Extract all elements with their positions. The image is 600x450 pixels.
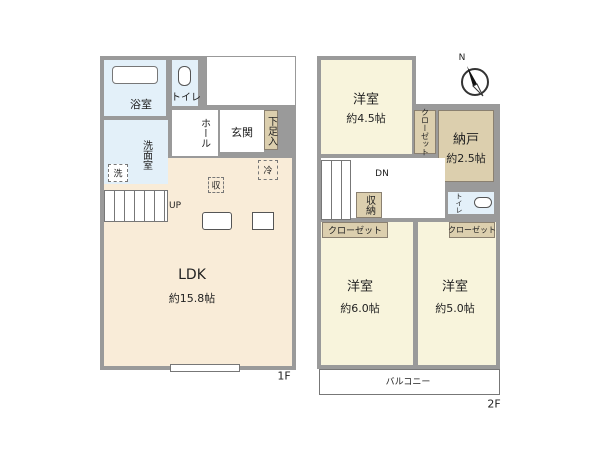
toilet-2f-icon <box>474 197 492 208</box>
stairs-1f <box>104 190 168 222</box>
western-room-1 <box>321 60 412 154</box>
western-room-2 <box>321 222 413 365</box>
washroom-label: 洗面室 <box>140 140 152 170</box>
western-room-3-size: 約5.0帖 <box>435 302 475 315</box>
western-room-1-label: 洋室 <box>352 92 380 108</box>
western-room-1-size: 約4.5帖 <box>346 112 386 125</box>
closet-left-label: クローゼット <box>327 226 383 237</box>
closet-right <box>449 222 495 238</box>
toilet-icon <box>178 66 191 86</box>
closet-right-label: クローゼット <box>448 225 496 235</box>
western-room-3-label: 洋室 <box>441 279 469 295</box>
stove-icon <box>252 212 274 230</box>
entrance-room <box>220 110 264 152</box>
hall-room <box>172 110 218 156</box>
western-room-2-size: 約6.0帖 <box>340 302 380 315</box>
storage-label: 収 <box>211 181 221 192</box>
fridge-space <box>258 160 278 180</box>
compass-north-label: N <box>458 53 466 63</box>
shoe-storage <box>264 110 278 150</box>
storeroom <box>438 110 494 182</box>
storage-2f-label: 収納 <box>363 195 375 215</box>
floor1-label: 1F <box>277 369 291 383</box>
bath-label: 浴室 <box>130 98 152 111</box>
shoe-storage-label: 下足入 <box>265 116 277 146</box>
bathtub-icon <box>112 66 158 84</box>
closet-vertical <box>414 110 436 154</box>
toilet-label: トイレ <box>171 92 201 104</box>
window-1f-bottom <box>170 364 240 372</box>
ldk-label: LDK <box>178 267 206 283</box>
up-label: UP <box>168 201 182 211</box>
porch <box>206 56 296 106</box>
washer-label: 洗 <box>113 169 123 180</box>
storage-mark <box>208 177 224 193</box>
storeroom-size: 約2.5帖 <box>446 152 486 165</box>
closet-vertical-label: クローゼット <box>420 108 430 156</box>
storeroom-label: 納戸 <box>452 132 480 148</box>
ldk-size: 約15.8帖 <box>168 292 216 305</box>
closet-left <box>322 222 388 238</box>
floor2-notch <box>416 56 500 104</box>
washer-space <box>108 164 128 182</box>
western-room-3 <box>418 222 496 365</box>
toilet-2f-label: トイレ <box>455 192 463 214</box>
storage-2f <box>356 192 382 218</box>
dn-label: DN <box>375 169 389 179</box>
stairs-2f <box>321 160 351 220</box>
kitchen-sink-icon <box>202 212 232 230</box>
balcony-label: バルコニー <box>385 377 431 388</box>
hall-label: ホール <box>198 118 210 148</box>
compass-icon <box>455 62 491 98</box>
entrance-label: 玄関 <box>231 126 253 139</box>
fridge-label: 冷 <box>263 166 273 177</box>
floor2-label: 2F <box>487 397 501 411</box>
western-room-2-label: 洋室 <box>346 279 374 295</box>
balcony <box>319 369 500 395</box>
